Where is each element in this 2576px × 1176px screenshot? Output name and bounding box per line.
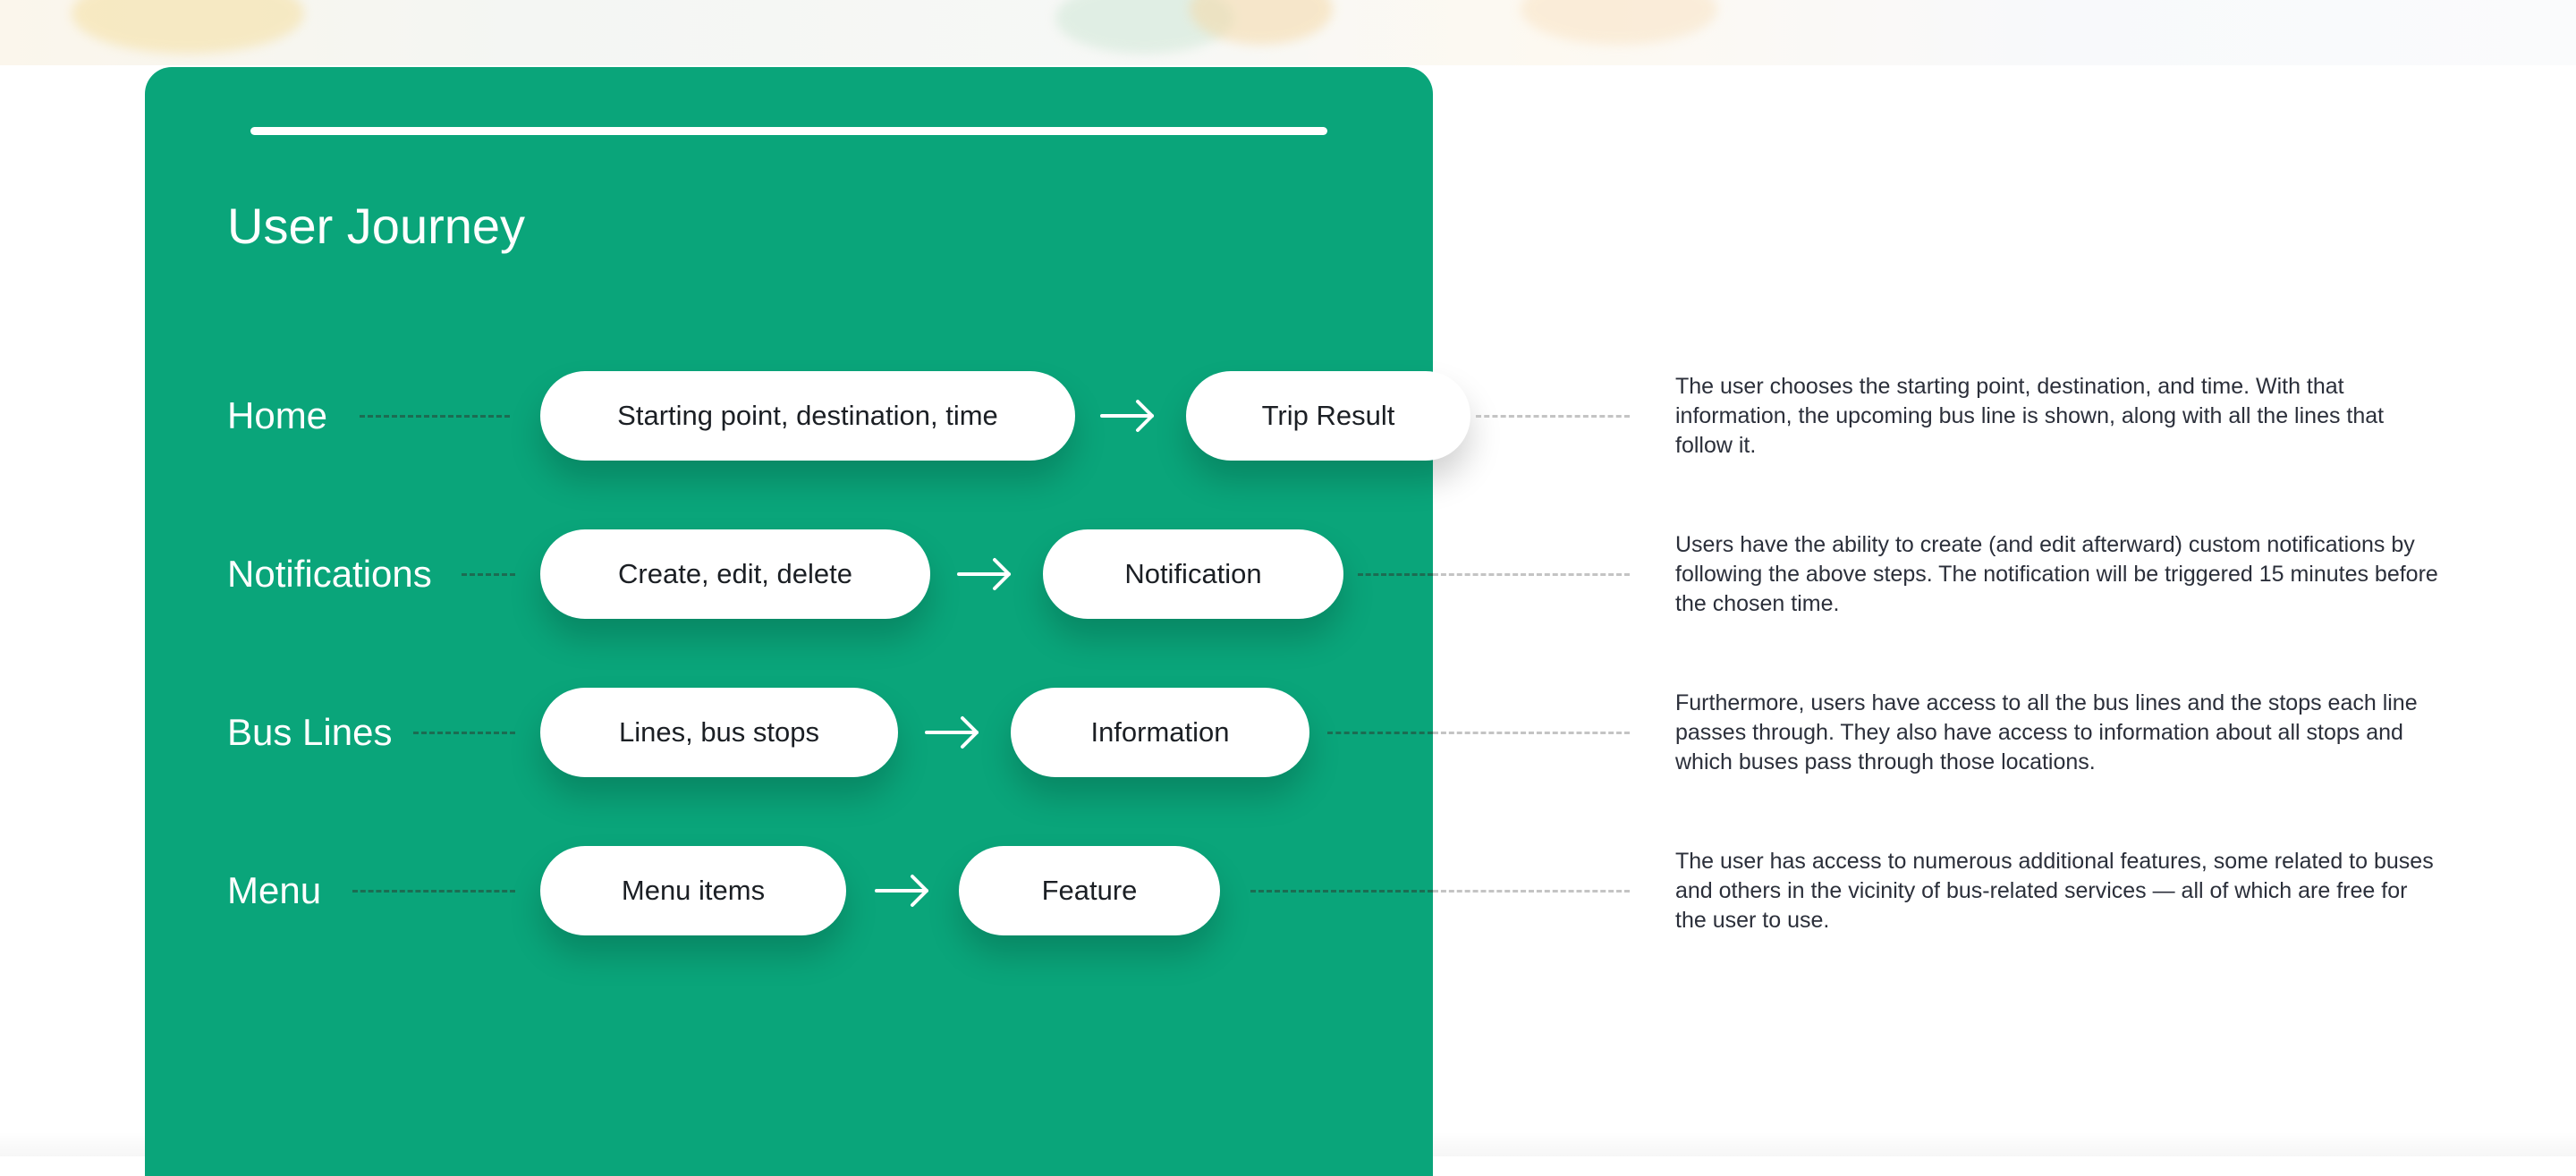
arrow-right-icon bbox=[925, 716, 979, 749]
row-connector bbox=[352, 890, 515, 893]
panel-title: User Journey bbox=[227, 198, 526, 254]
description-connector bbox=[1250, 890, 1433, 893]
step-pill: Menu items bbox=[540, 846, 846, 935]
row-label-bus-lines: Bus Lines bbox=[227, 711, 393, 753]
arrow-right-icon bbox=[875, 875, 928, 907]
user-journey-panel: User Journey bbox=[145, 67, 1433, 1176]
row-connector bbox=[462, 573, 515, 576]
step-pill: Starting point, destination, time bbox=[540, 371, 1075, 461]
row-label-home: Home bbox=[227, 394, 328, 436]
panel-top-bar bbox=[250, 127, 1327, 135]
row-description: The user chooses the starting point, des… bbox=[1675, 374, 2385, 458]
arrow-right-icon bbox=[957, 558, 1011, 590]
row-description: Users have the ability to create (and ed… bbox=[1675, 532, 2438, 616]
description-connector bbox=[1433, 573, 1630, 576]
arrow-right-icon bbox=[1100, 400, 1154, 432]
row-connector bbox=[413, 732, 515, 734]
result-pill: Information bbox=[1011, 688, 1309, 777]
result-pill: Feature bbox=[959, 846, 1220, 935]
row-description: The user has access to numerous addition… bbox=[1675, 849, 2434, 933]
row-connector bbox=[360, 415, 510, 418]
description-connector bbox=[1327, 732, 1433, 734]
row-label-menu: Menu bbox=[227, 869, 322, 911]
step-pill: Lines, bus stops bbox=[540, 688, 898, 777]
step-pill: Create, edit, delete bbox=[540, 529, 930, 619]
result-pill: Trip Result bbox=[1186, 371, 1470, 461]
description-connector bbox=[1476, 415, 1630, 418]
background-map-strip bbox=[0, 0, 2576, 65]
row-description: Furthermore, users have access to all th… bbox=[1675, 690, 2418, 774]
row-label-notifications: Notifications bbox=[227, 553, 432, 595]
description-connector bbox=[1433, 890, 1630, 893]
description-connector bbox=[1358, 573, 1433, 576]
description-connector bbox=[1433, 732, 1630, 734]
result-pill: Notification bbox=[1043, 529, 1343, 619]
